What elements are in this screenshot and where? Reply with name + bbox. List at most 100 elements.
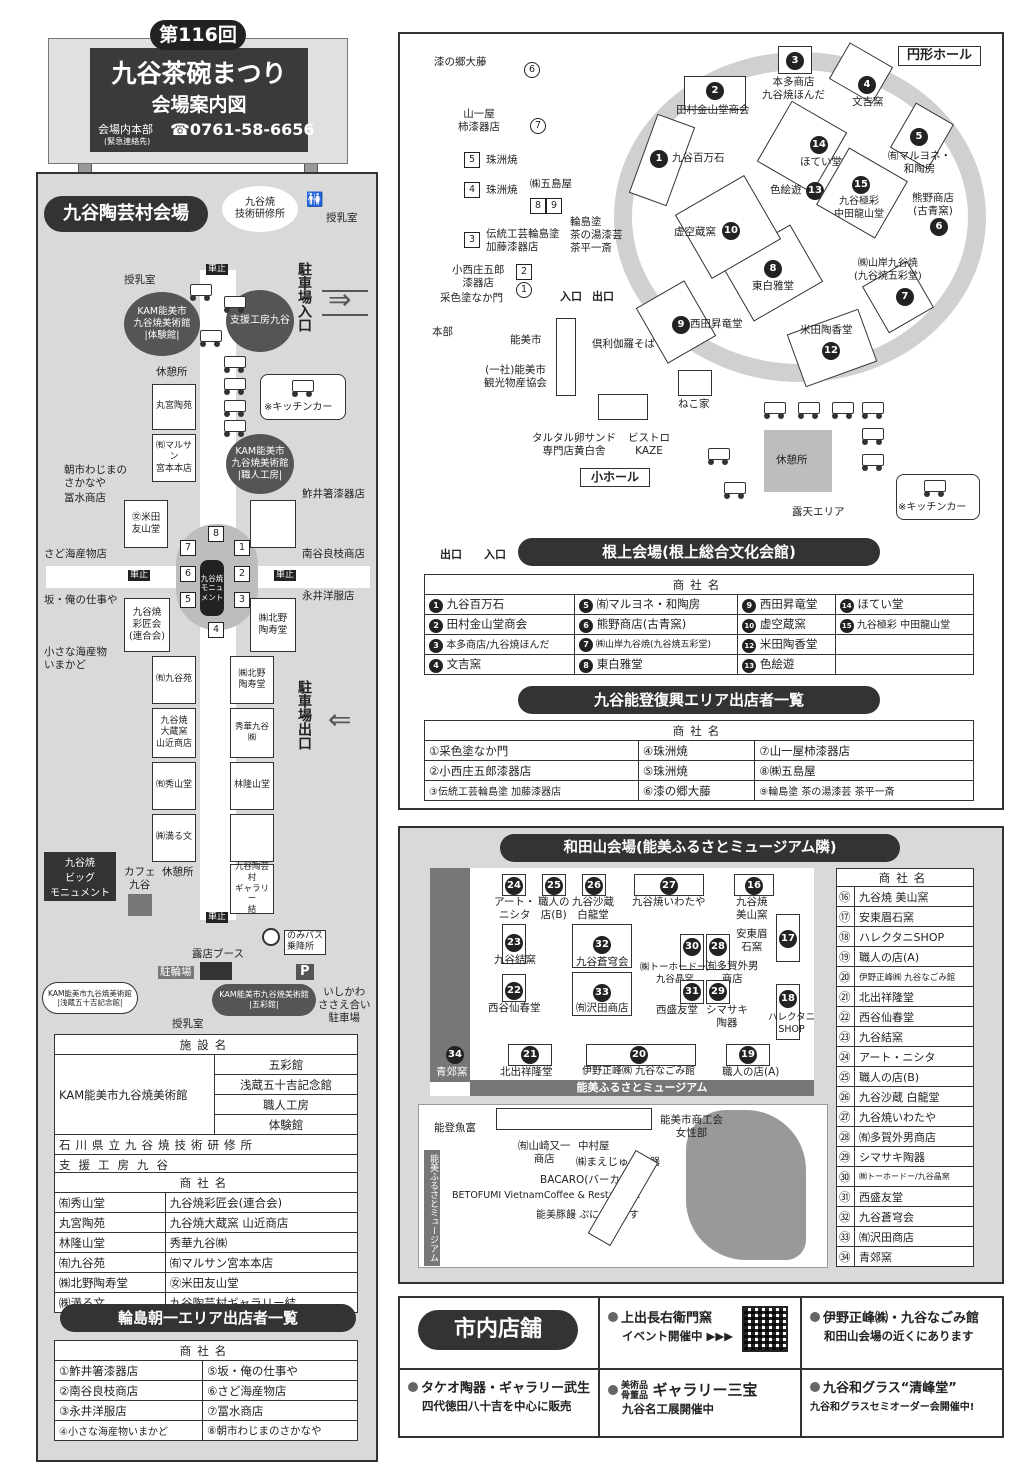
- noto-3[interactable]: 3: [464, 232, 480, 248]
- nt-0-3: 14 ほてい堂: [834, 594, 975, 615]
- restroom-icon: 🚻: [306, 192, 324, 208]
- label-n9: 西田昇竜堂: [690, 318, 743, 330]
- wt-s-18: 青郊窯: [854, 1246, 974, 1267]
- header-sign: 第116回 九谷茶碗まつり 会場案内図 会場内本部 (緊急連絡先) ☎0761-…: [38, 14, 358, 174]
- city-shop-3[interactable]: タケオ陶器・ギャラリー武生 四代徳田八十吉を中心に販売: [408, 1380, 590, 1415]
- kam-taiken: KAM能美市 九谷焼美術館 |体験館|: [124, 292, 200, 356]
- wt-n-10: ㉖: [836, 1086, 855, 1107]
- shop-shuzan[interactable]: ㈲秀山堂: [152, 762, 196, 810]
- shop-saishokai[interactable]: 九谷焼 彩匠会 (連合会): [124, 598, 170, 652]
- hq-phone[interactable]: ☎0761-58-6656: [170, 120, 315, 139]
- noto-1[interactable]: 1: [516, 282, 532, 298]
- n-truck-7: [708, 448, 730, 465]
- booth-6[interactable]: 6: [180, 566, 196, 582]
- shop-taizo[interactable]: 九谷焼 大蔵窯 山近商店: [152, 708, 196, 758]
- kitchen-car-6: [224, 400, 246, 417]
- num-w22: 22: [505, 982, 523, 1000]
- facility-kam: KAM能美市九谷焼美術館: [54, 1054, 215, 1135]
- booth-1[interactable]: 1: [234, 540, 250, 556]
- kitchen-car-4: [224, 356, 246, 373]
- bullet-icon: [810, 1312, 820, 1322]
- festival-title: 九谷茶碗まつり: [111, 59, 287, 88]
- noto-5[interactable]: 5: [464, 152, 480, 168]
- neagari-panel: [398, 32, 1004, 810]
- wt-n-11: ㉗: [836, 1106, 855, 1127]
- shop-kutanien[interactable]: ㈲九谷苑: [152, 656, 196, 704]
- noto-2[interactable]: 2: [516, 264, 532, 280]
- wadayama-table-header: 商社名: [836, 868, 974, 887]
- city-shop-3-name: タケオ陶器・ギャラリー武生: [421, 1381, 591, 1396]
- label-honbu: 本部: [432, 326, 453, 338]
- shop-kitano-2[interactable]: ㈱北野 陶寿堂: [230, 656, 274, 704]
- wt-n-7: ㉓: [836, 1026, 855, 1047]
- parking-exit-label: 駐車場出口: [296, 680, 312, 750]
- shop-marumiya[interactable]: 丸宮陶苑: [152, 384, 196, 430]
- num-w17: 17: [779, 930, 797, 948]
- num-w20: 20: [630, 1046, 648, 1064]
- shop-rinryu[interactable]: 林隆山堂: [230, 762, 274, 810]
- label-kurikara: 倶利伽羅そば: [592, 338, 655, 350]
- nt2-1-0: ②小西庄五郎漆器店: [424, 760, 639, 781]
- wt-s-11: 九谷焼いわたや: [854, 1106, 974, 1127]
- wt-n-8: ㉔: [836, 1046, 855, 1067]
- shop-marusan[interactable]: ㈲マルサン 宮本本店: [152, 434, 196, 482]
- facility-sub-4: 体験館: [214, 1114, 358, 1135]
- booth-2[interactable]: 2: [234, 566, 250, 582]
- label-n14: ほてい堂: [800, 156, 842, 168]
- num-n9: 9: [672, 316, 690, 334]
- stall-row: [496, 1108, 652, 1130]
- noto-6[interactable]: 6: [524, 62, 540, 78]
- num-w29: 29: [709, 983, 727, 1001]
- shop-mitsuru[interactable]: ㈱満る文: [152, 814, 196, 862]
- label-w32: 九谷蒼穹会: [576, 956, 629, 968]
- shop-kitano[interactable]: ㈱北野 陶寿堂: [250, 598, 296, 652]
- city-shop-5[interactable]: 九谷和グラス“清峰堂” 九谷和グラスセミオーダー会開催中!: [810, 1380, 974, 1415]
- city-shop-1[interactable]: 上出長右衛門窯 イベント開催中 ▶▶▶: [608, 1310, 733, 1345]
- qr-code-icon[interactable]: [742, 1306, 788, 1352]
- booth-7[interactable]: 7: [180, 540, 196, 556]
- noto-8[interactable]: 8: [530, 198, 546, 214]
- shop-yoneda[interactable]: ㊛米田 友山堂: [124, 500, 168, 548]
- booth-4[interactable]: 4: [208, 622, 224, 638]
- neagari-table-header: 商社名: [424, 574, 974, 595]
- label-roten-area: 露天エリア: [792, 506, 845, 518]
- label-nomi-ichi: 能美市: [510, 334, 542, 346]
- shop-shuka[interactable]: 秀華九谷㈱: [230, 708, 274, 758]
- booth-8[interactable]: 8: [208, 526, 224, 542]
- booth-5[interactable]: 5: [180, 592, 196, 608]
- city-divider-v1: [598, 1296, 600, 1438]
- noto-9[interactable]: 9: [546, 198, 562, 214]
- label-nakamura: 中村屋: [578, 1140, 610, 1152]
- nt-0-2: 9 西田昇竜堂: [737, 594, 836, 615]
- bus-stop-icon[interactable]: [262, 928, 280, 946]
- noto-4[interactable]: 4: [464, 182, 480, 198]
- nt2-2-0: ③伝統工芸輪島塗 加藤漆器店: [424, 780, 639, 801]
- booth-w32[interactable]: [572, 924, 632, 968]
- exit-label-2[interactable]: 出口: [440, 548, 462, 561]
- city-shop-2[interactable]: 伊野正峰㈱・九谷なごみ館 和田山会場の近くにあります: [810, 1310, 979, 1345]
- wt-s-6: 西谷仙春堂: [854, 1006, 974, 1027]
- wajima-header: 商社名: [54, 1340, 358, 1361]
- wt-n-4: ⑳: [836, 966, 855, 987]
- kenshu-building: 九谷焼 技術研修所: [222, 186, 298, 232]
- wt-n-13: ㉙: [836, 1146, 855, 1167]
- city-shop-4[interactable]: 美術品 骨董品 ギャラリー三宝 九谷名工展開催中: [608, 1380, 758, 1419]
- num-w33: 33: [593, 984, 611, 1002]
- label-w16: 九谷焼 美山窯: [736, 896, 768, 922]
- bullet-icon: [810, 1382, 820, 1392]
- nursing-label-3: 授乳室: [172, 1018, 204, 1030]
- noto-7[interactable]: 7: [530, 118, 546, 134]
- kam-asakura: KAM能美市九谷焼美術館 |浅蔵五十吉記念館|: [42, 982, 138, 1014]
- booth-3[interactable]: 3: [234, 592, 250, 608]
- cafe-label: カフェ 九谷: [124, 866, 156, 892]
- entrance-label-1[interactable]: 入口: [560, 290, 582, 303]
- vs-1-0: 丸宮陶苑: [54, 1212, 166, 1233]
- exit-label-1[interactable]: 出口: [592, 290, 614, 303]
- wt-s-8: アート・ニシタ: [854, 1046, 974, 1067]
- facility-row-2: 支援工房九谷: [54, 1154, 358, 1175]
- entrance-label-2[interactable]: 入口: [484, 548, 506, 561]
- label-kyukei-neagari: 休憩所: [776, 454, 808, 466]
- n-truck-5: [862, 428, 884, 445]
- nt-2-3: [834, 634, 975, 655]
- shop-gallery[interactable]: 九谷陶芸村 ギャラリー 結: [230, 862, 274, 915]
